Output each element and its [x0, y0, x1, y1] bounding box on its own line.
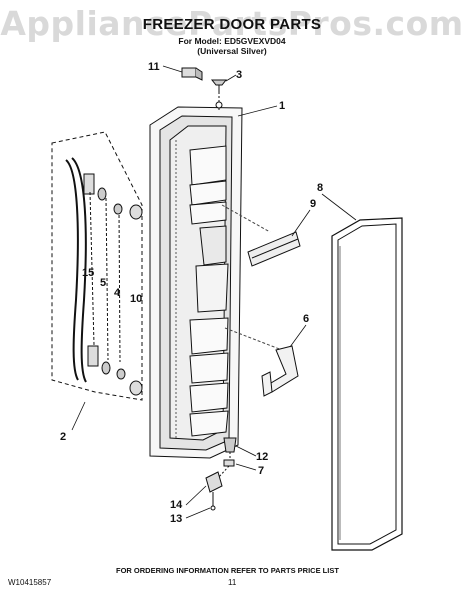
bin-bracket-6: [261, 345, 299, 397]
callout-5: 5: [100, 277, 106, 289]
color-line: (Universal Silver): [197, 46, 267, 56]
door-assembly: [149, 106, 283, 459]
callout-15: 15: [82, 267, 94, 279]
page-number: 11: [228, 578, 237, 587]
callout-11: 11: [148, 61, 160, 73]
callout-12: 12: [256, 451, 268, 463]
callout-8: 8: [317, 182, 323, 194]
callout-9: 9: [310, 198, 316, 210]
callout-7: 7: [258, 465, 264, 477]
ordering-note: FOR ORDERING INFORMATION REFER TO PARTS …: [116, 566, 339, 575]
top-hinge-parts: [181, 67, 228, 110]
doc-number: W10415857: [8, 578, 52, 587]
callout-14: 14: [170, 499, 183, 511]
door-gasket: [331, 217, 403, 551]
leader-lines: [71, 65, 357, 519]
callout-13: 13: [170, 513, 182, 525]
watermark-text: AppliancePartsPros.com: [0, 4, 464, 43]
hinge-cover-11: [181, 67, 197, 78]
handle-assembly: [51, 131, 143, 401]
callout-6: 6: [303, 313, 309, 325]
callout-1: 1: [279, 100, 285, 112]
callout-10: 10: [130, 293, 142, 305]
handle-outline-box: [51, 131, 143, 401]
callout-3: 3: [236, 69, 242, 81]
page-title: FREEZER DOOR PARTS: [142, 16, 322, 33]
bottom-hinge-parts: [205, 437, 237, 511]
callout-4: 4: [114, 287, 121, 299]
model-line: For Model: ED5GVEXVD04: [178, 36, 286, 46]
callout-2: 2: [60, 431, 66, 443]
